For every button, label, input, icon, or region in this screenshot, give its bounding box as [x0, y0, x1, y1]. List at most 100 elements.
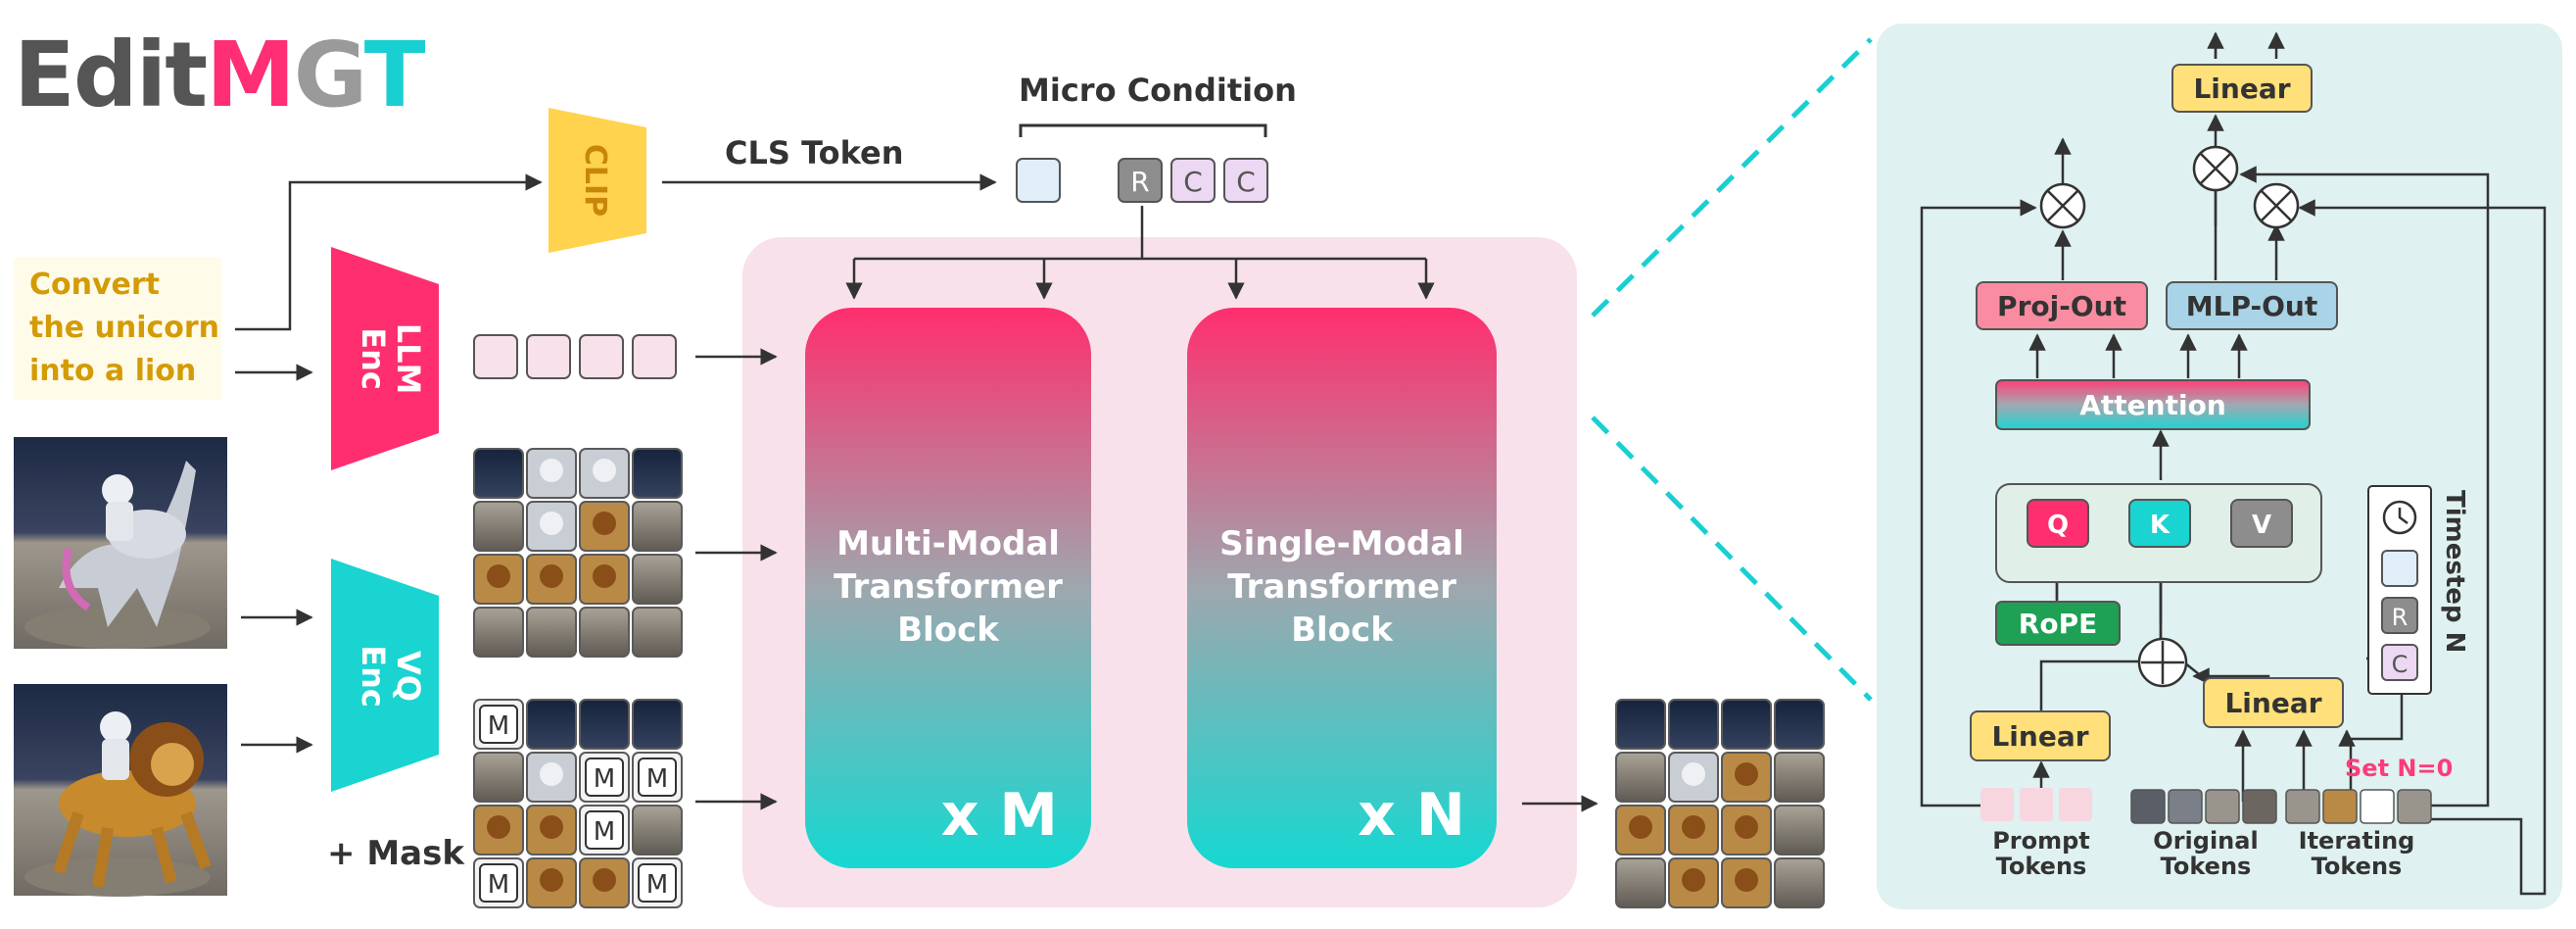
image-token: [473, 805, 524, 856]
clip-encoder: CLIP: [549, 108, 646, 253]
add-circle: [2137, 637, 2188, 688]
prompt-token-row: [1980, 788, 2092, 821]
svg-text:EditMGT: EditMGT: [14, 23, 426, 127]
svg-text:Proj-Out: Proj-Out: [1997, 290, 2126, 322]
image-token: [632, 501, 683, 552]
mm-block-line-1: Multi-Modal: [836, 524, 1060, 563]
svg-text:C: C: [1183, 166, 1203, 198]
linear-left-box: Linear: [1970, 710, 2111, 761]
svg-text:Linear: Linear: [2193, 73, 2290, 105]
image-token: [579, 448, 630, 499]
image-token: [473, 501, 524, 552]
svg-text:Q: Q: [2047, 511, 2069, 540]
image-token: [526, 699, 577, 750]
svg-text:Attention: Attention: [2079, 389, 2226, 421]
output-image-token: [1668, 752, 1719, 803]
image-token: [526, 857, 577, 908]
small-token: [2360, 789, 2395, 824]
image-token: [632, 448, 683, 499]
linear-top-box: Linear: [2171, 64, 2313, 113]
small-token: [2285, 789, 2320, 824]
image-token: [526, 448, 577, 499]
image-token: [526, 501, 577, 552]
vq-label-line-2: Enc: [355, 645, 392, 708]
transformer-detail-panel: Linear Proj-Out MLP-Out Attention: [1877, 24, 2562, 909]
image-token: [579, 857, 630, 908]
output-image-token: [1721, 805, 1772, 856]
image-token: [579, 554, 630, 605]
llm-label-line-2: Enc: [355, 327, 392, 390]
iterating-tokens-label-1: Iterating: [2299, 827, 2415, 855]
image-token: [632, 554, 683, 605]
original-tokens-label-2: Tokens: [2161, 853, 2252, 880]
svg-text:V: V: [2252, 511, 2271, 540]
image-token: [632, 607, 683, 658]
output-image-token: [1774, 805, 1825, 856]
sm-block-line-3: Block: [1291, 611, 1394, 650]
source-image-unicorn: [14, 437, 227, 649]
small-token: [2205, 789, 2240, 824]
svg-text:Linear: Linear: [1991, 720, 2088, 753]
image-token: [579, 607, 630, 658]
mask-token-label: M: [488, 711, 509, 741]
input-arrows: [235, 173, 997, 754]
image-token: [473, 607, 524, 658]
image-token: [526, 607, 577, 658]
v-token: [2230, 499, 2293, 548]
small-token: [2322, 789, 2358, 824]
condition-distribution-arrows: [845, 206, 1435, 300]
output-image-token: [1721, 857, 1772, 908]
mm-block-line-2: Transformer: [834, 567, 1063, 607]
small-token: [2168, 789, 2203, 824]
proj-out-box: Proj-Out: [1976, 281, 2148, 330]
prompt-line-2: the unicorn: [29, 311, 219, 345]
clock-icon: [2382, 500, 2417, 535]
micro-condition-title: Micro Condition: [1019, 72, 1297, 109]
linear-right-box: Linear: [2203, 677, 2344, 728]
multiply-circles: [2039, 145, 2300, 229]
image-token: [632, 699, 683, 750]
output-image-token: [1615, 805, 1666, 856]
image-token: [632, 805, 683, 856]
iterating-token-row: [2285, 789, 2432, 824]
logo-edit: Edit: [14, 23, 206, 127]
mask-label: + Mask: [327, 834, 465, 873]
cls-token-label: CLS Token: [725, 134, 904, 171]
svg-text:R: R: [2392, 604, 2409, 631]
prompt-text-box: Convert the unicorn into a lion: [14, 257, 221, 400]
source-image-token-grid: [473, 448, 683, 658]
image-token: [579, 699, 630, 750]
attention-box: Attention: [1995, 379, 2311, 430]
small-token: [2130, 789, 2166, 824]
sm-block-line-1: Single-Modal: [1219, 524, 1464, 563]
clip-label: CLIP: [578, 144, 612, 217]
logo-g: G: [294, 23, 364, 127]
logo-m: M: [206, 23, 294, 127]
q-token: [2027, 499, 2089, 548]
set-n-label: Set N=0: [2345, 755, 2453, 782]
image-token: [579, 501, 630, 552]
zoom-lines: [1591, 37, 1873, 702]
micro-token-c2: [1223, 158, 1268, 203]
qkv-container: Q K V: [1995, 483, 2322, 583]
vq-encoder: VQ Enc: [331, 559, 439, 792]
vq-label-line-1: VQ: [390, 651, 427, 702]
svg-text:MLP-Out: MLP-Out: [2186, 290, 2317, 322]
mask-token: M: [579, 752, 630, 803]
image-token: [526, 554, 577, 605]
svg-text:Linear: Linear: [2224, 687, 2321, 719]
output-image-token: [1615, 699, 1666, 750]
sm-block-line-2: Transformer: [1227, 567, 1456, 607]
mask-token: M: [473, 857, 524, 908]
output-image-token: [1615, 752, 1666, 803]
small-token: [2242, 789, 2277, 824]
mask-token: M: [632, 752, 683, 803]
timestep-label: Timestep N: [2440, 490, 2469, 653]
svg-text:R: R: [1130, 166, 1149, 198]
output-image-token: [1774, 699, 1825, 750]
prompt-tokens-label-1: Prompt: [1992, 827, 2090, 855]
image-token: [526, 805, 577, 856]
prompt-line-1: Convert: [29, 268, 160, 302]
